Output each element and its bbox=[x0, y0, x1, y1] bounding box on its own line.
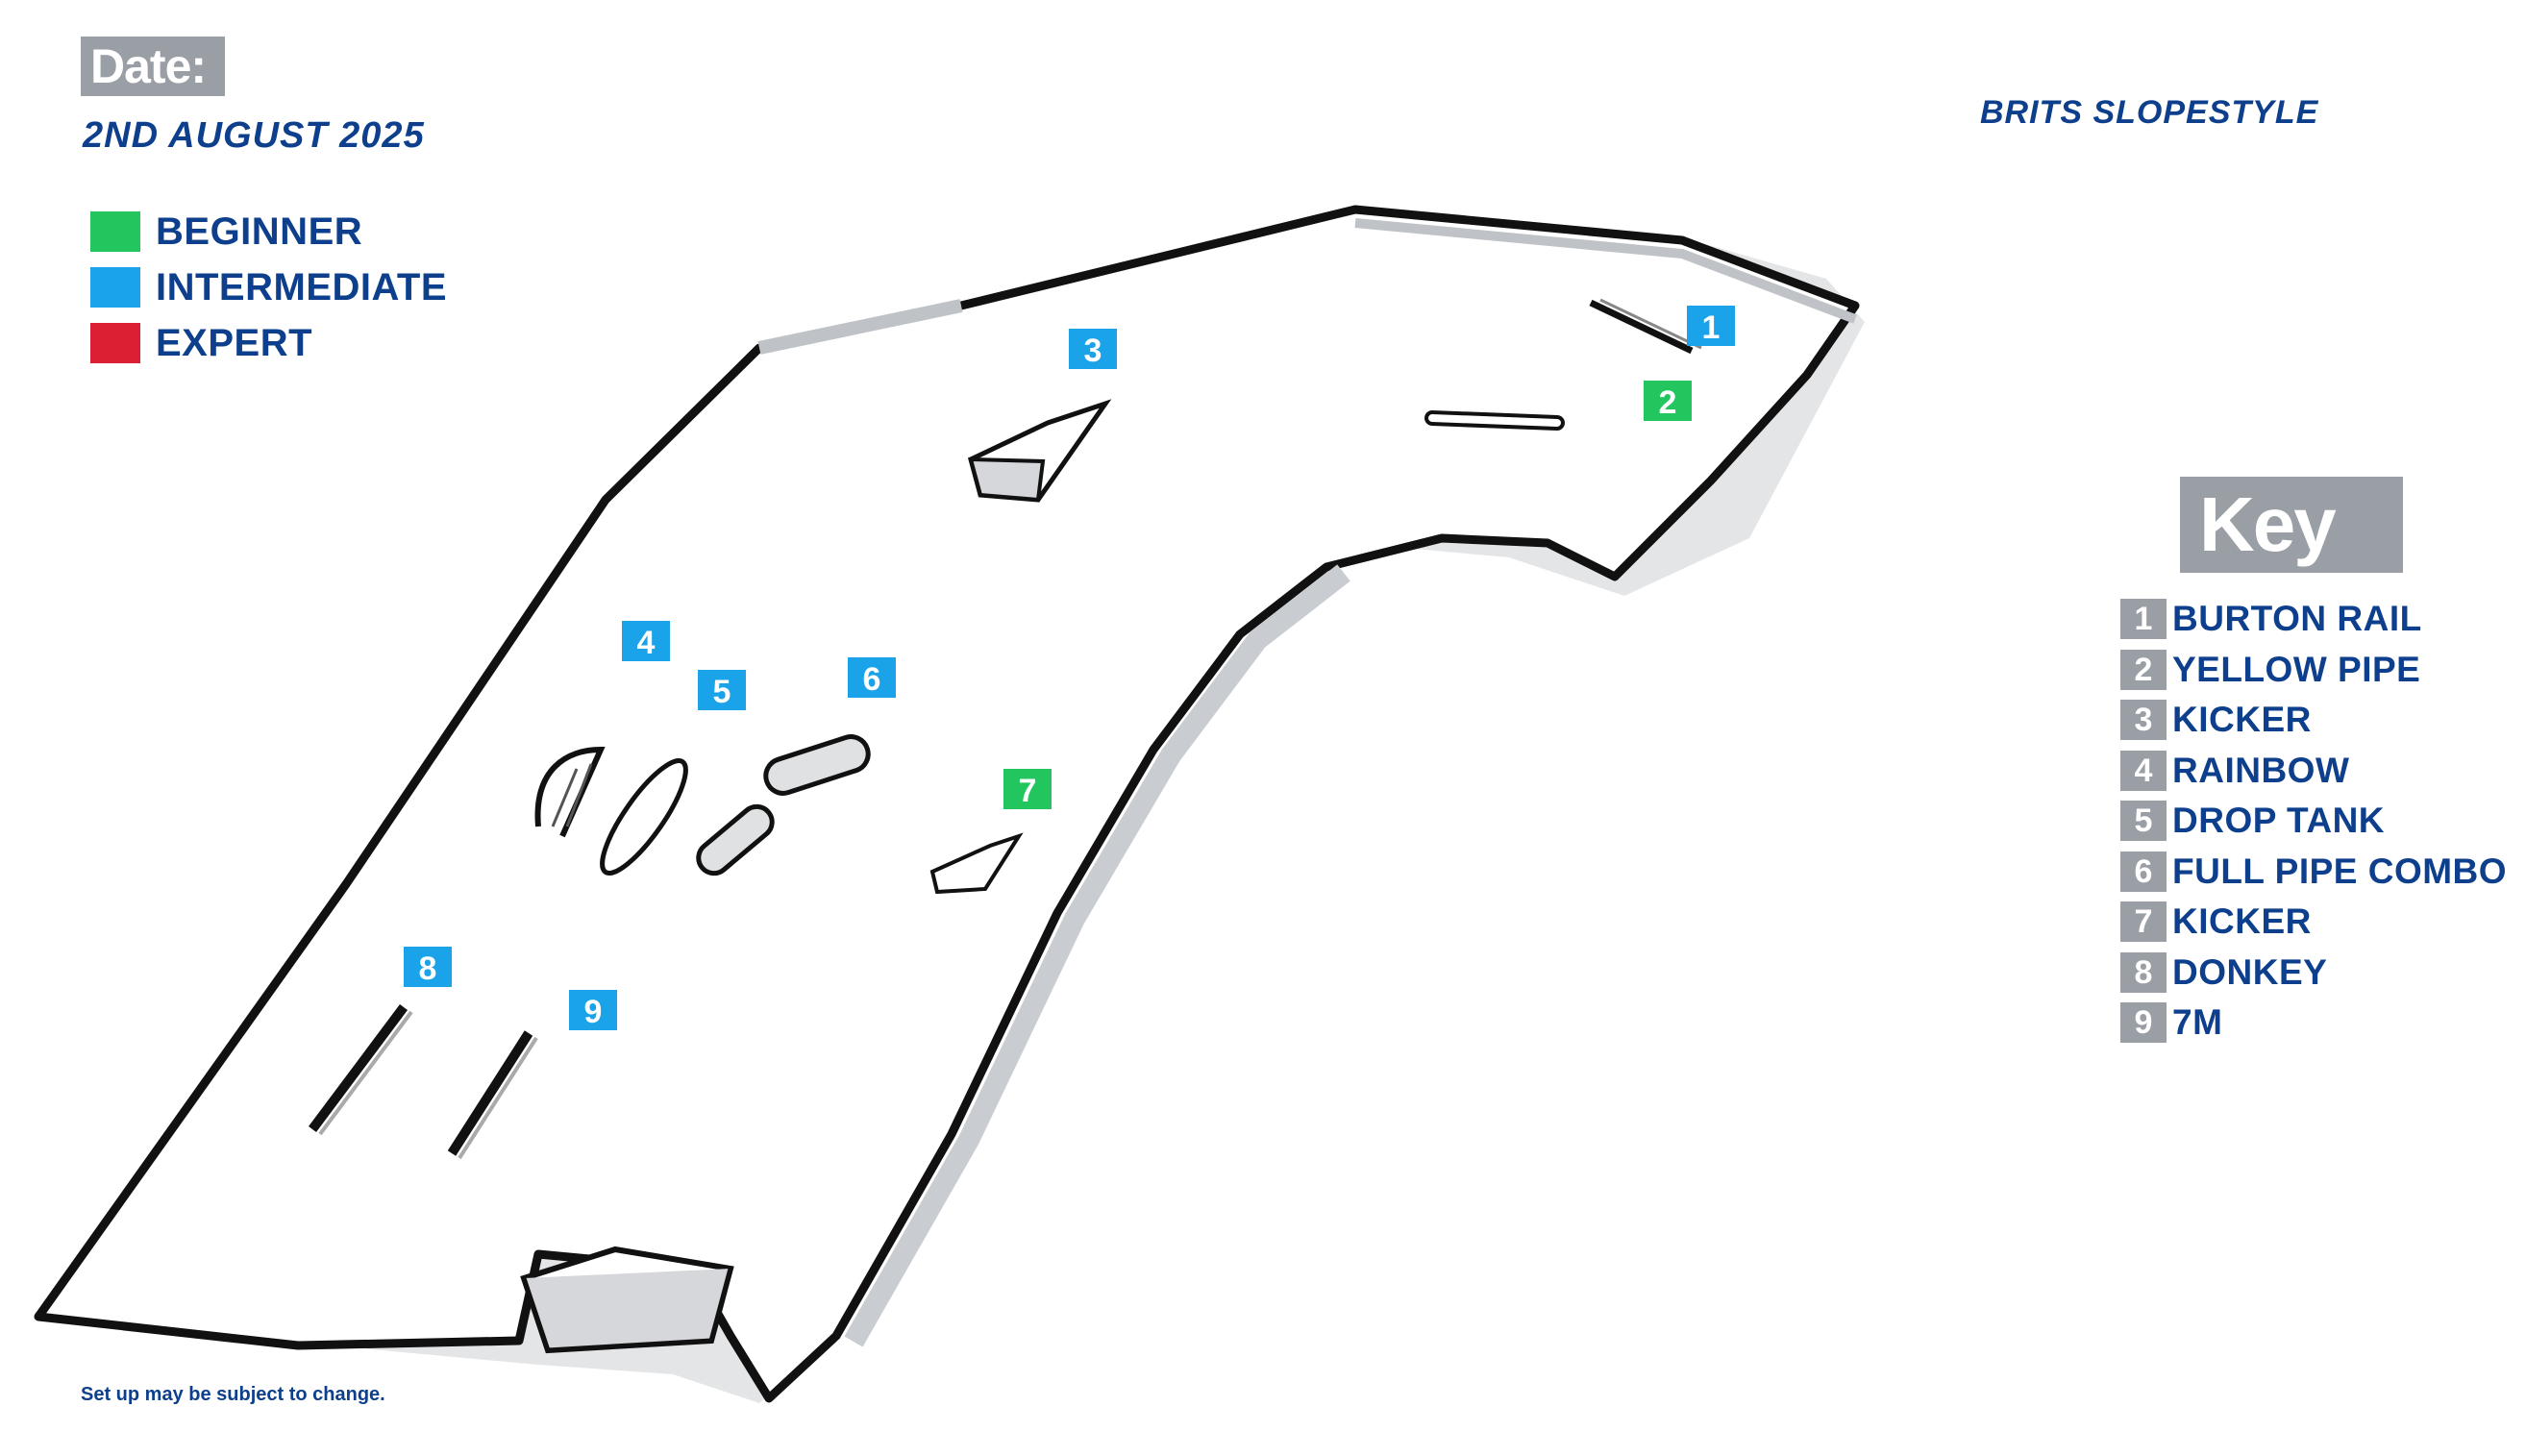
key-number: 5 bbox=[2120, 801, 2167, 842]
key-number: 8 bbox=[2120, 951, 2167, 993]
key-number: 6 bbox=[2120, 851, 2167, 892]
feature-kicker-7 bbox=[929, 832, 1024, 895]
key-number: 9 bbox=[2120, 1002, 2167, 1044]
key-label: FULL PIPE COMBO bbox=[2172, 851, 2508, 891]
feature-kicker-3 bbox=[968, 457, 1046, 503]
key-label: DONKEY bbox=[2172, 951, 2328, 992]
key-number: 7 bbox=[2120, 901, 2167, 943]
map-marker-8: 8 bbox=[404, 947, 452, 987]
intermediate-swatch bbox=[90, 267, 140, 308]
key-title: Key bbox=[2180, 477, 2403, 573]
feature-full-pipe bbox=[696, 803, 775, 876]
map-marker-5: 5 bbox=[698, 670, 746, 710]
key-label: KICKER bbox=[2172, 700, 2312, 740]
feature-rainbow bbox=[551, 763, 593, 827]
feature-donkey bbox=[308, 1004, 409, 1132]
key-number: 4 bbox=[2120, 750, 2167, 791]
event-title: BRITS SLOPESTYLE bbox=[1980, 94, 2319, 131]
feature-burton-rail bbox=[1589, 299, 1694, 355]
feature-yellow-pipe bbox=[1428, 414, 1561, 427]
map-marker-2: 2 bbox=[1644, 381, 1692, 421]
marker-number: 6 bbox=[863, 661, 881, 698]
map-marker-1: 1 bbox=[1687, 306, 1735, 346]
marker-number: 1 bbox=[1702, 309, 1721, 346]
expert-swatch bbox=[90, 323, 140, 363]
feature-drop-tank bbox=[600, 758, 688, 876]
key-label: 7M bbox=[2172, 1002, 2223, 1043]
key-number: 3 bbox=[2120, 700, 2167, 741]
key-number: 2 bbox=[2120, 649, 2167, 690]
legend-label: BEGINNER bbox=[156, 210, 363, 253]
sketch-stroke bbox=[844, 564, 1350, 1347]
map-marker-3: 3 bbox=[1069, 329, 1117, 369]
map-marker-4: 4 bbox=[622, 621, 670, 661]
key-number: 1 bbox=[2120, 599, 2167, 640]
feature-rainbow bbox=[534, 746, 606, 838]
event-date: 2ND AUGUST 2025 bbox=[83, 115, 425, 156]
marker-number: 9 bbox=[584, 994, 603, 1030]
legend-item-expert: EXPERT bbox=[90, 315, 447, 371]
marker-number: 8 bbox=[419, 950, 437, 987]
disclaimer: Set up may be subject to change. bbox=[81, 1384, 385, 1405]
key-label: RAINBOW bbox=[2172, 750, 2350, 790]
key-label: YELLOW PIPE bbox=[2172, 649, 2421, 689]
marker-number: 5 bbox=[713, 674, 731, 710]
key-label: KICKER bbox=[2172, 901, 2312, 942]
marker-number: 2 bbox=[1659, 384, 1677, 421]
marker-number: 3 bbox=[1084, 333, 1102, 369]
key-label: BURTON RAIL bbox=[2172, 599, 2422, 639]
legend-item-intermediate: INTERMEDIATE bbox=[90, 259, 447, 315]
feature-7m-rail bbox=[447, 1030, 533, 1156]
legend-label: EXPERT bbox=[156, 321, 313, 364]
start-box-face bbox=[521, 1268, 733, 1353]
legend-label: INTERMEDIATE bbox=[156, 265, 448, 308]
map-marker-6: 6 bbox=[848, 657, 896, 698]
feature-7m-rail bbox=[458, 1036, 538, 1160]
map-marker-7: 7 bbox=[1003, 769, 1052, 809]
sketch-stroke bbox=[1354, 218, 1857, 324]
sketch-stroke bbox=[757, 299, 963, 355]
course-surface bbox=[34, 205, 1860, 1403]
marker-number: 7 bbox=[1019, 773, 1037, 809]
difficulty-legend: BEGINNER INTERMEDIATE EXPERT bbox=[90, 204, 447, 371]
key-label: DROP TANK bbox=[2172, 801, 2386, 841]
marker-number: 4 bbox=[637, 625, 656, 661]
feature-burton-rail bbox=[1599, 298, 1702, 350]
feature-full-pipe bbox=[763, 734, 871, 796]
feature-donkey bbox=[318, 1010, 413, 1136]
legend-item-beginner: BEGINNER bbox=[90, 204, 447, 259]
beginner-swatch bbox=[90, 211, 140, 252]
map-marker-9: 9 bbox=[569, 990, 617, 1030]
date-label: Date: bbox=[81, 37, 225, 96]
